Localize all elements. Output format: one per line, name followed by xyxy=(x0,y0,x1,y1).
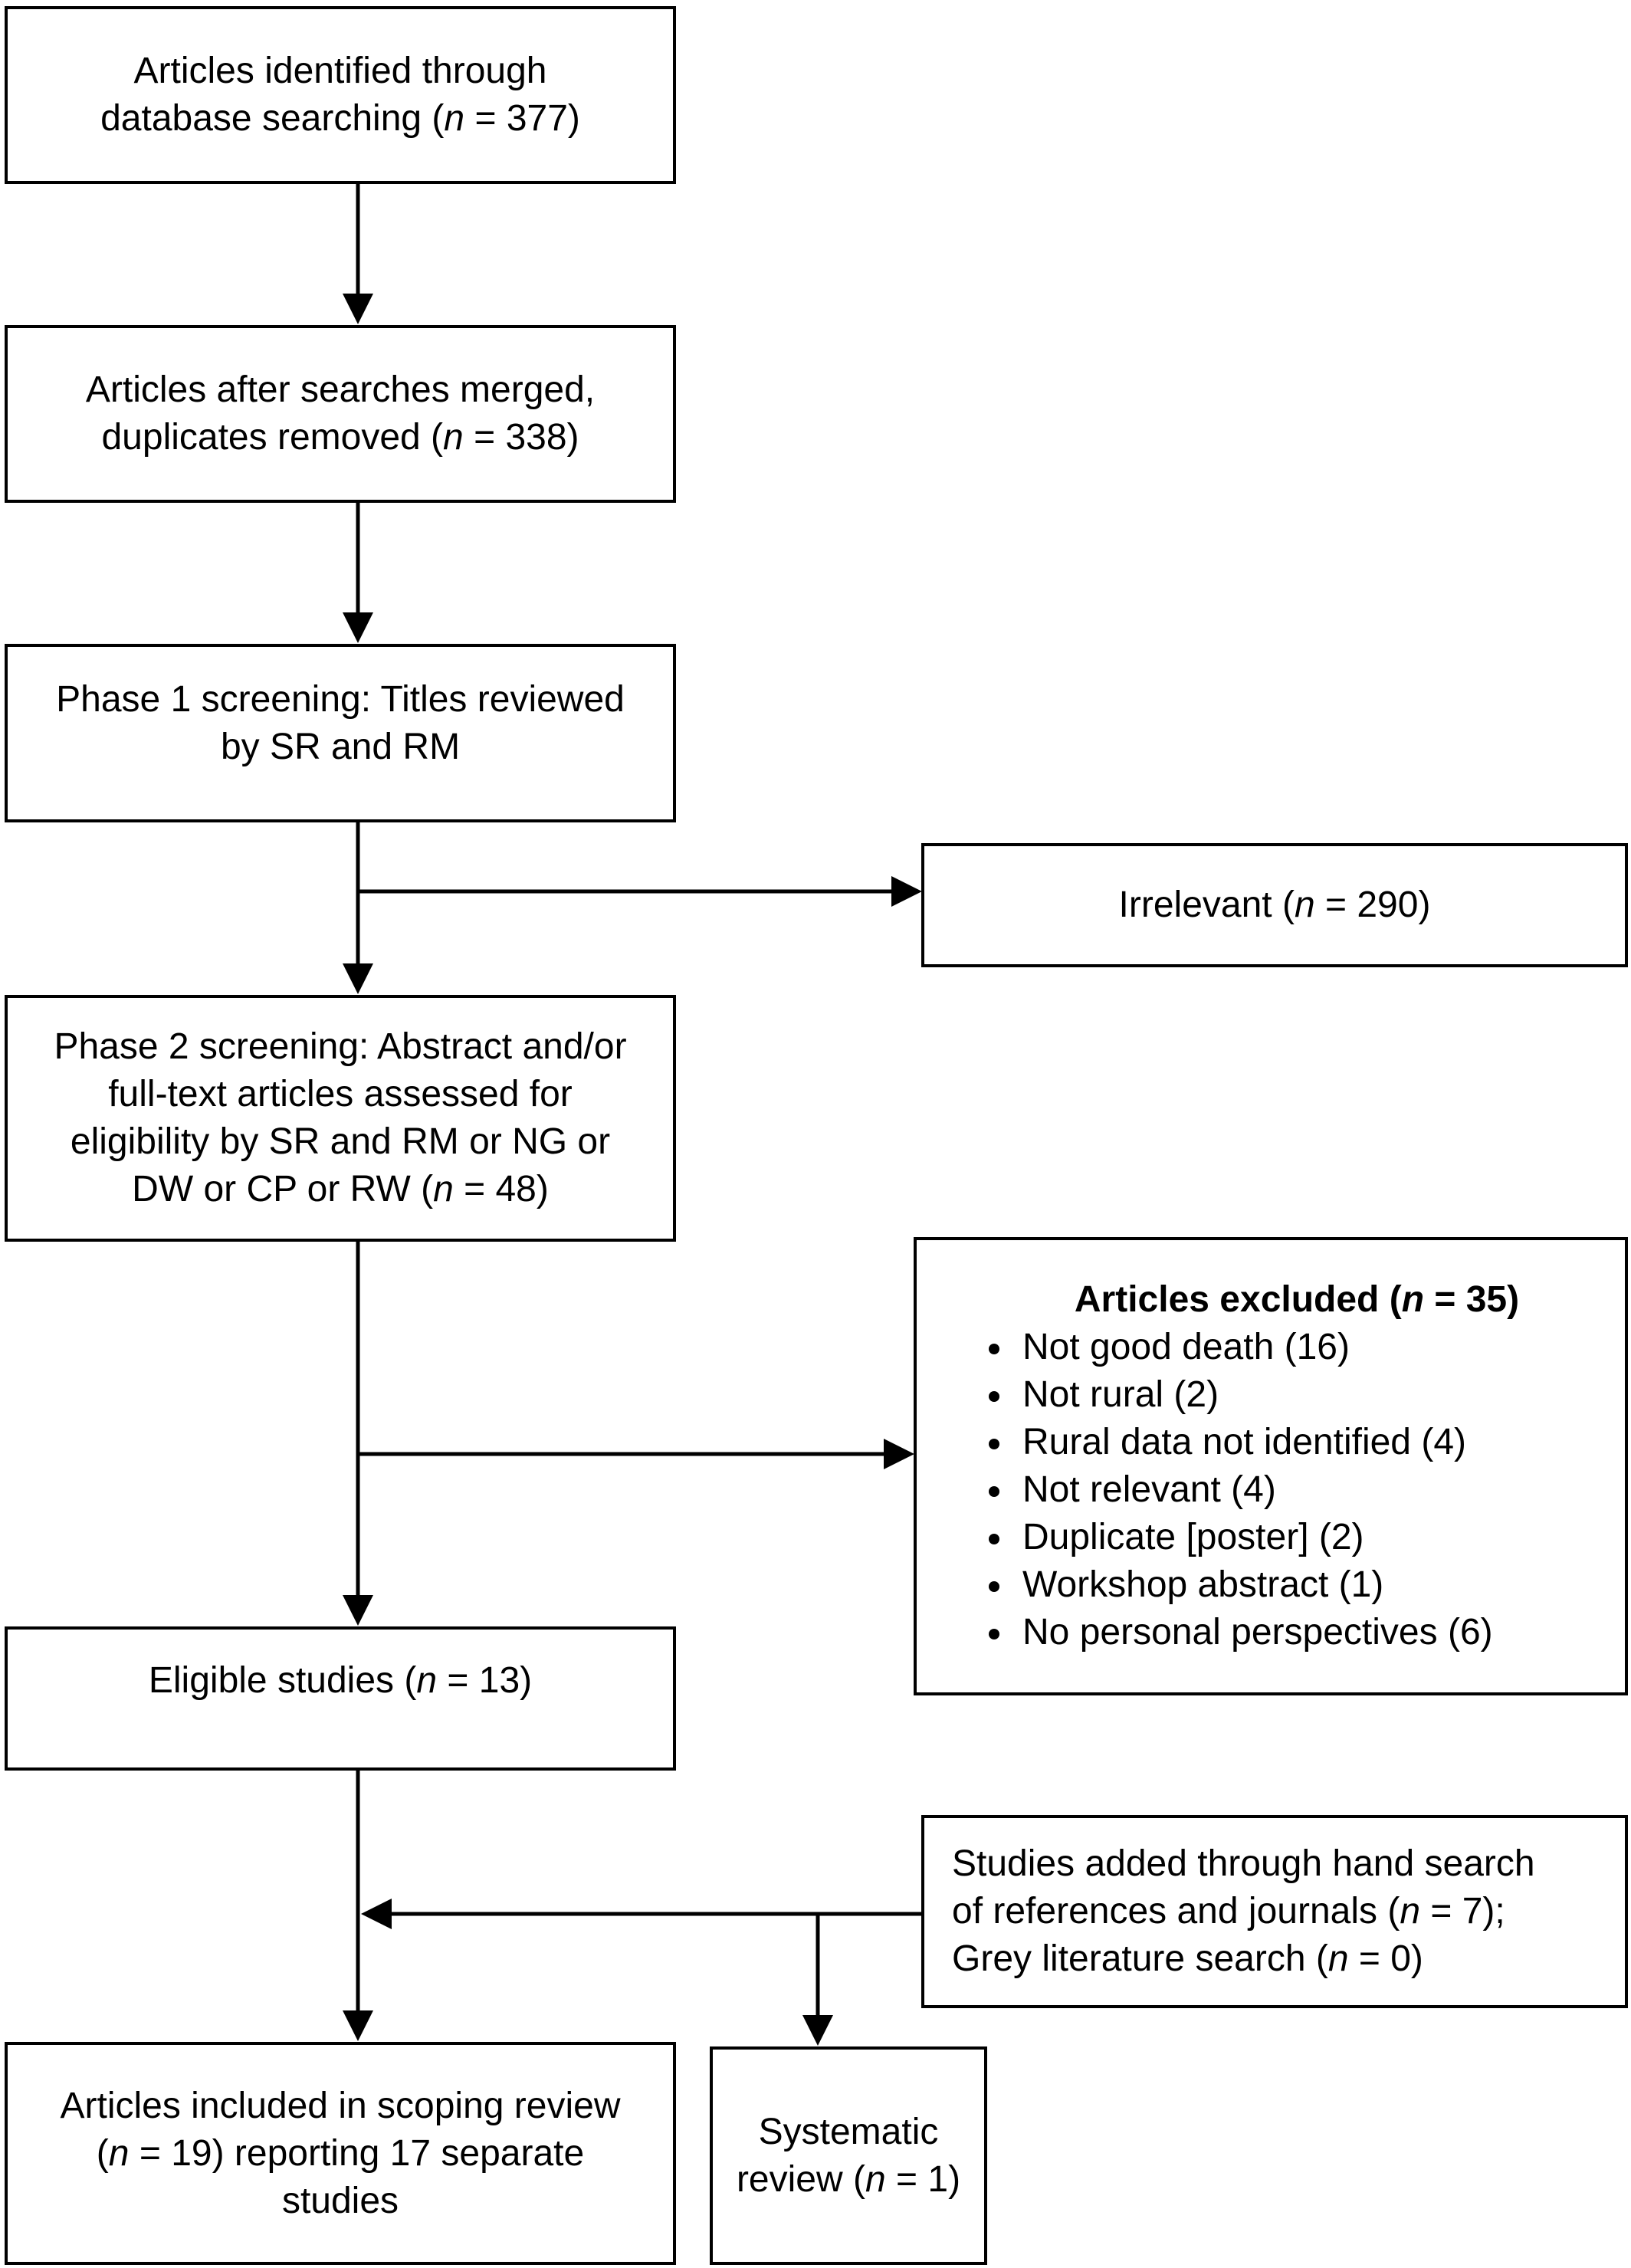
excluded-reason: No personal perspectives (6) xyxy=(981,1609,1493,1656)
phase2-line1: Phase 2 screening: Abstract and/or xyxy=(54,1026,627,1067)
excluded-reason: Not good death (16) xyxy=(981,1324,1493,1371)
excluded-reason: Workshop abstract (1) xyxy=(981,1561,1493,1609)
box-systematic-review: Systematic review (n = 1) xyxy=(710,2046,987,2265)
phase2-line2: full-text articles assessed for xyxy=(108,1074,573,1114)
box-articles-merged: Articles after searches merged, duplicat… xyxy=(5,325,676,503)
identified-line2: database searching (n = 377) xyxy=(100,98,580,139)
box-articles-included: Articles included in scoping review (n =… xyxy=(5,2042,676,2265)
included-line1: Articles included in scoping review xyxy=(60,2085,621,2126)
box-irrelevant: Irrelevant (n = 290) xyxy=(921,843,1628,967)
box-phase2-screening: Phase 2 screening: Abstract and/or full-… xyxy=(5,995,676,1242)
added-line1: Studies added through hand search xyxy=(952,1843,1535,1884)
merged-line1: Articles after searches merged, xyxy=(85,369,596,410)
phase1-line1: Phase 1 screening: Titles reviewed xyxy=(56,679,625,720)
systematic-line2: review (n = 1) xyxy=(736,2158,961,2200)
phase1-line2: by SR and RM xyxy=(220,727,461,767)
merged-line2: duplicates removed (n = 338) xyxy=(101,417,579,458)
excluded-reason: Not relevant (4) xyxy=(981,1466,1493,1514)
systematic-line1: Systematic xyxy=(758,2111,939,2152)
box-phase1-screening: Phase 1 screening: Titles reviewed by SR… xyxy=(5,644,676,822)
identified-line1: Articles identified through xyxy=(133,51,547,91)
eligible-label: Eligible studies (n = 13) xyxy=(148,1660,533,1701)
box-articles-excluded: Articles excluded (n = 35) Not good deat… xyxy=(914,1237,1628,1695)
box-eligible-studies: Eligible studies (n = 13) xyxy=(5,1626,676,1771)
included-line3: studies xyxy=(281,2180,399,2221)
excluded-title: Articles excluded (n = 35) xyxy=(1074,1279,1520,1320)
added-line2: of references and journals (n = 7); xyxy=(952,1891,1505,1932)
excluded-reasons-list: Not good death (16) Not rural (2) Rural … xyxy=(981,1324,1493,1656)
phase2-line4: DW or CP or RW (n = 48) xyxy=(132,1169,549,1209)
excluded-reason: Not rural (2) xyxy=(981,1371,1493,1419)
box-articles-identified: Articles identified through database sea… xyxy=(5,6,676,184)
included-line2: (n = 19) reporting 17 separate xyxy=(96,2132,585,2174)
excluded-reason: Duplicate [poster] (2) xyxy=(981,1514,1493,1561)
excluded-reason: Rural data not identified (4) xyxy=(981,1419,1493,1466)
box-studies-added: Studies added through hand search of ref… xyxy=(921,1815,1628,2008)
phase2-line3: eligibility by SR and RM or NG or xyxy=(70,1121,611,1162)
added-line3: Grey literature search (n = 0) xyxy=(952,1938,1423,1979)
irrelevant-label: Irrelevant (n = 290) xyxy=(1118,885,1431,925)
